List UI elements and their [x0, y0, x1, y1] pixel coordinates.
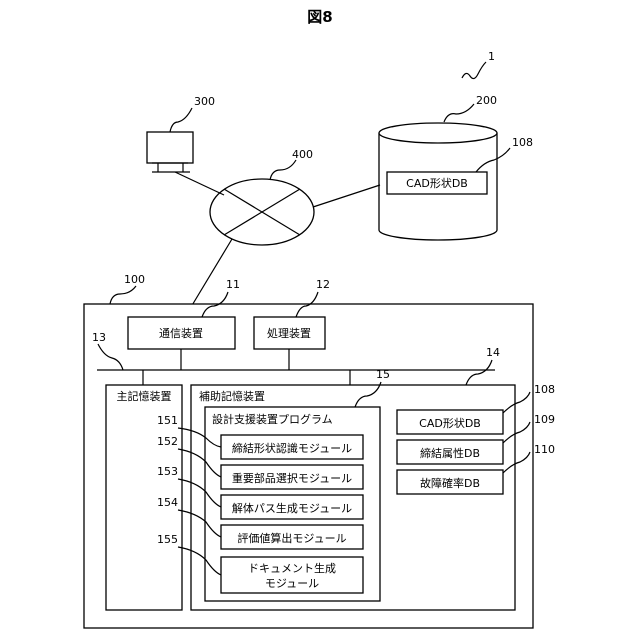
ref-11: 11 [226, 278, 240, 291]
module-155: ドキュメント生成 モジュール [221, 557, 363, 593]
ref-300: 300 [194, 95, 215, 108]
module-155-label-line1: ドキュメント生成 [248, 561, 336, 575]
ref-400: 400 [292, 148, 313, 161]
figure-title: 図8 [307, 8, 332, 26]
failure-db-label: 故障確率DB [420, 476, 480, 490]
module-155-label-line2: モジュール [265, 577, 319, 590]
cad-db-top: CAD形状DB [387, 172, 487, 194]
program-label: 設計支援装置プログラム [212, 412, 333, 426]
ref-100: 100 [124, 273, 145, 286]
comm-device: 通信装置 [128, 317, 235, 349]
ref-108: 108 [534, 383, 555, 396]
ref-152: 152 [157, 435, 178, 448]
ref-leader-200 [444, 104, 474, 122]
module-154: 評価値算出モジュール [221, 525, 363, 549]
ref-13: 13 [92, 331, 106, 344]
cad-db-top-label: CAD形状DB [406, 176, 468, 190]
fastening-db-label: 締結属性DB [420, 446, 480, 460]
ref-15: 15 [376, 368, 390, 381]
ref-154: 154 [157, 496, 178, 509]
ref-110: 110 [534, 443, 555, 456]
ref-12: 12 [316, 278, 330, 291]
module-154-label: 評価値算出モジュール [237, 531, 346, 545]
ref-leader-1 [462, 62, 486, 79]
failure-db: 故障確率DB [397, 470, 503, 494]
proc-device: 処理装置 [254, 317, 325, 349]
main-memory-label: 主記憶装置 [117, 389, 172, 403]
ref-108-top: 108 [512, 136, 533, 149]
module-151: 締結形状認識モジュール [221, 435, 363, 459]
ref-leader-100 [110, 286, 136, 304]
ref-leader-400 [270, 160, 296, 180]
cad-db-label: CAD形状DB [419, 416, 481, 430]
module-153: 解体パス生成モジュール [221, 495, 363, 519]
ref-109: 109 [534, 413, 555, 426]
terminal-icon [147, 132, 193, 172]
ref-151: 151 [157, 414, 178, 427]
module-151-label: 締結形状認識モジュール [232, 441, 352, 455]
module-152: 重要部品選択モジュール [221, 465, 363, 489]
link-terminal-network [175, 172, 224, 195]
cad-db: CAD形状DB [397, 410, 503, 434]
link-network-server [313, 185, 380, 207]
fastening-db: 締結属性DB [397, 440, 503, 464]
ref-14: 14 [486, 346, 500, 359]
comm-device-label: 通信装置 [159, 327, 203, 340]
proc-device-label: 処理装置 [267, 327, 311, 340]
module-152-label: 重要部品選択モジュール [232, 471, 352, 485]
aux-storage-label: 補助記憶装置 [199, 389, 265, 403]
ref-200: 200 [476, 94, 497, 107]
ref-155: 155 [157, 533, 178, 546]
ref-153: 153 [157, 465, 178, 478]
ref-leader-300 [170, 108, 192, 132]
network-icon [210, 179, 314, 245]
ref-1: 1 [488, 50, 495, 63]
module-153-label: 解体パス生成モジュール [232, 501, 352, 515]
